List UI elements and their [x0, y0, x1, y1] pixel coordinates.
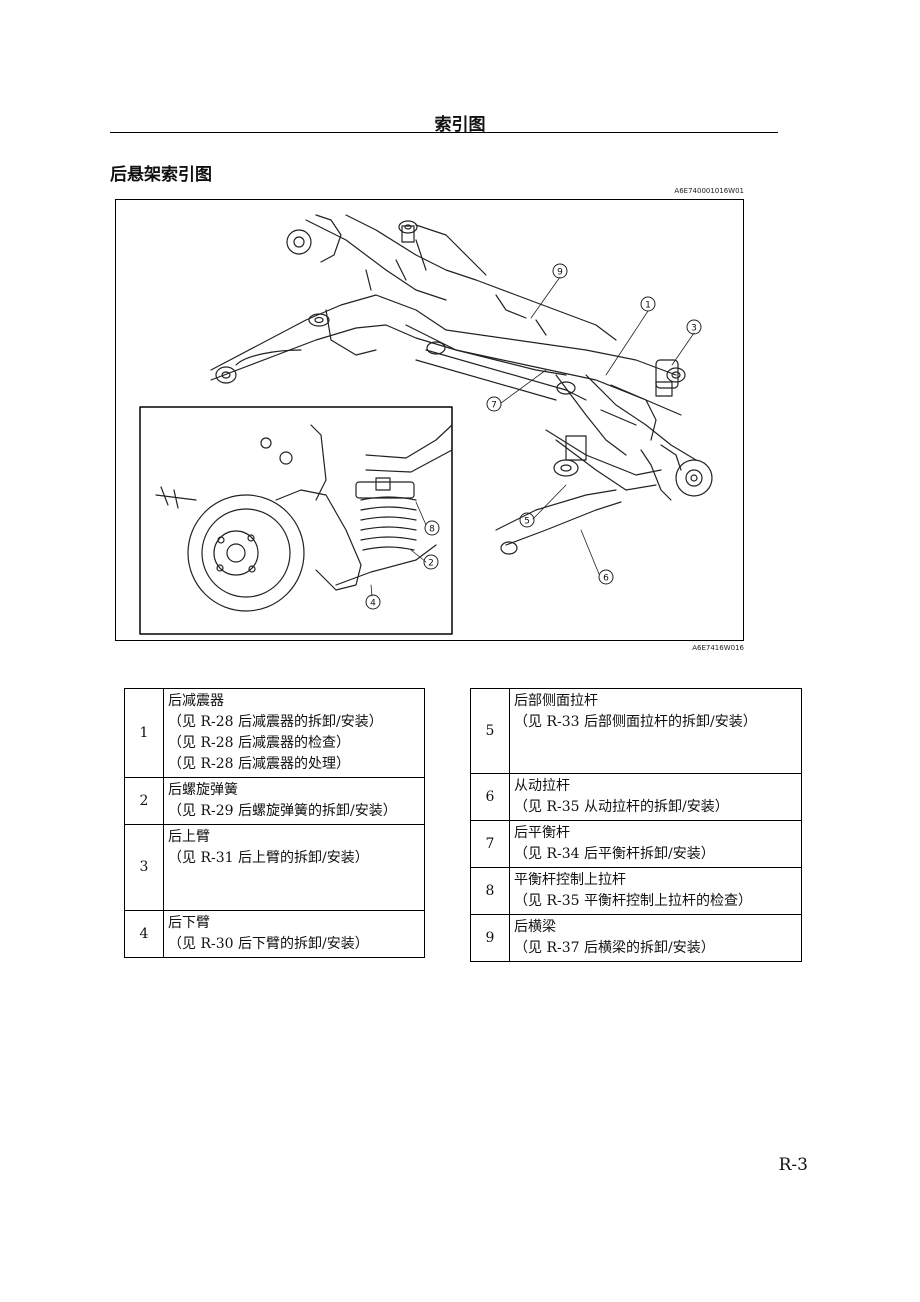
figure-code-top: A6E740001016W01	[674, 187, 744, 195]
table-row: 3 后上臂 （见 R-31 后上臂的拆卸/安装）	[124, 824, 425, 911]
part-description: 平衡杆控制上拉杆 （见 R-35 平衡杆控制上拉杆的检查）	[509, 867, 802, 915]
part-ref: （见 R-29 后螺旋弹簧的拆卸/安装）	[168, 803, 397, 819]
callout-6: 6	[603, 574, 609, 584]
page-title: 索引图	[434, 115, 486, 135]
page-number: R-3	[778, 1155, 808, 1175]
inset-callout-leaders	[370, 501, 427, 597]
part-name: 后上臂	[168, 829, 210, 845]
part-number: 9	[470, 914, 510, 962]
table-row: 8 平衡杆控制上拉杆 （见 R-35 平衡杆控制上拉杆的检查）	[470, 867, 802, 915]
part-number: 8	[470, 867, 510, 915]
part-ref: （见 R-35 从动拉杆的拆卸/安装）	[514, 799, 729, 815]
part-description: 后减震器 （见 R-28 后减震器的拆卸/安装） （见 R-28 后减震器的检查…	[163, 688, 425, 778]
main-callout-leaders	[500, 276, 695, 575]
suspension-figure: 9 1 3 7 5 6	[115, 199, 744, 641]
part-name: 后减震器	[168, 693, 224, 709]
part-number: 1	[124, 688, 164, 778]
part-number: 3	[124, 824, 164, 911]
part-description: 后平衡杆 （见 R-34 后平衡杆拆卸/安装）	[509, 820, 802, 868]
table-row: 2 后螺旋弹簧 （见 R-29 后螺旋弹簧的拆卸/安装）	[124, 777, 425, 825]
callout-9: 9	[557, 268, 563, 278]
callout-4: 4	[370, 599, 376, 609]
part-ref: （见 R-35 平衡杆控制上拉杆的检查）	[514, 893, 752, 909]
left-hub-drawing	[286, 214, 342, 263]
section-heading: 后悬架索引图	[110, 165, 212, 185]
part-description: 后螺旋弹簧 （见 R-29 后螺旋弹簧的拆卸/安装）	[163, 777, 425, 825]
callout-8: 8	[429, 525, 435, 535]
main-callouts	[486, 263, 702, 585]
part-description: 后下臂 （见 R-30 后下臂的拆卸/安装）	[163, 910, 425, 958]
part-description: 从动拉杆 （见 R-35 从动拉杆的拆卸/安装）	[509, 773, 802, 821]
callout-5: 5	[524, 517, 530, 527]
callout-3: 3	[691, 324, 697, 334]
part-ref: （见 R-37 后横梁的拆卸/安装）	[514, 940, 715, 956]
callout-2: 2	[428, 559, 434, 569]
part-ref: （见 R-28 后减震器的处理）	[168, 756, 350, 772]
part-number: 6	[470, 773, 510, 821]
parts-table-left: 1 后减震器 （见 R-28 后减震器的拆卸/安装） （见 R-28 后减震器的…	[124, 688, 425, 958]
part-number: 4	[124, 910, 164, 958]
part-number: 5	[470, 688, 510, 774]
part-name: 后横梁	[514, 919, 556, 935]
part-name: 后部侧面拉杆	[514, 693, 598, 709]
part-number: 2	[124, 777, 164, 825]
inset-frame	[139, 406, 453, 635]
part-number: 7	[470, 820, 510, 868]
crossmember-drawing	[210, 214, 697, 546]
part-ref: （见 R-34 后平衡杆拆卸/安装）	[514, 846, 715, 862]
shock-absorber-drawing	[600, 359, 679, 441]
part-ref: （见 R-33 后部侧面拉杆的拆卸/安装）	[514, 714, 757, 730]
figure-code-bottom: A6E7416W016	[692, 644, 744, 652]
callout-1: 1	[645, 301, 651, 311]
part-ref: （见 R-28 后减震器的拆卸/安装）	[168, 714, 383, 730]
part-description: 后部侧面拉杆 （见 R-33 后部侧面拉杆的拆卸/安装）	[509, 688, 802, 774]
part-description: 后横梁 （见 R-37 后横梁的拆卸/安装）	[509, 914, 802, 962]
table-row: 9 后横梁 （见 R-37 后横梁的拆卸/安装）	[470, 914, 802, 962]
table-row: 1 后减震器 （见 R-28 后减震器的拆卸/安装） （见 R-28 后减震器的…	[124, 688, 425, 778]
part-ref: （见 R-28 后减震器的检查）	[168, 735, 350, 751]
part-name: 从动拉杆	[514, 778, 570, 794]
part-name: 后下臂	[168, 915, 210, 931]
part-name: 后平衡杆	[514, 825, 570, 841]
mount-bushings	[215, 220, 686, 555]
table-row: 5 后部侧面拉杆 （见 R-33 后部侧面拉杆的拆卸/安装）	[470, 688, 802, 774]
part-ref: （见 R-30 后下臂的拆卸/安装）	[168, 936, 369, 952]
callout-7: 7	[491, 401, 497, 411]
title-rule	[110, 132, 778, 133]
part-description: 后上臂 （见 R-31 后上臂的拆卸/安装）	[163, 824, 425, 911]
table-row: 4 后下臂 （见 R-30 后下臂的拆卸/安装）	[124, 910, 425, 958]
table-row: 7 后平衡杆 （见 R-34 后平衡杆拆卸/安装）	[470, 820, 802, 868]
parts-table-right: 5 后部侧面拉杆 （见 R-33 后部侧面拉杆的拆卸/安装） 6 从动拉杆 （见…	[470, 688, 802, 962]
inset-callouts	[365, 520, 440, 610]
part-name: 平衡杆控制上拉杆	[514, 872, 626, 888]
part-name: 后螺旋弹簧	[168, 782, 238, 798]
table-row: 6 从动拉杆 （见 R-35 从动拉杆的拆卸/安装）	[470, 773, 802, 821]
inset-drawing	[155, 424, 453, 612]
right-hub-drawing	[640, 444, 713, 501]
suspension-drawing: 9 1 3 7 5 6	[139, 214, 713, 635]
part-ref: （见 R-31 后上臂的拆卸/安装）	[168, 850, 369, 866]
